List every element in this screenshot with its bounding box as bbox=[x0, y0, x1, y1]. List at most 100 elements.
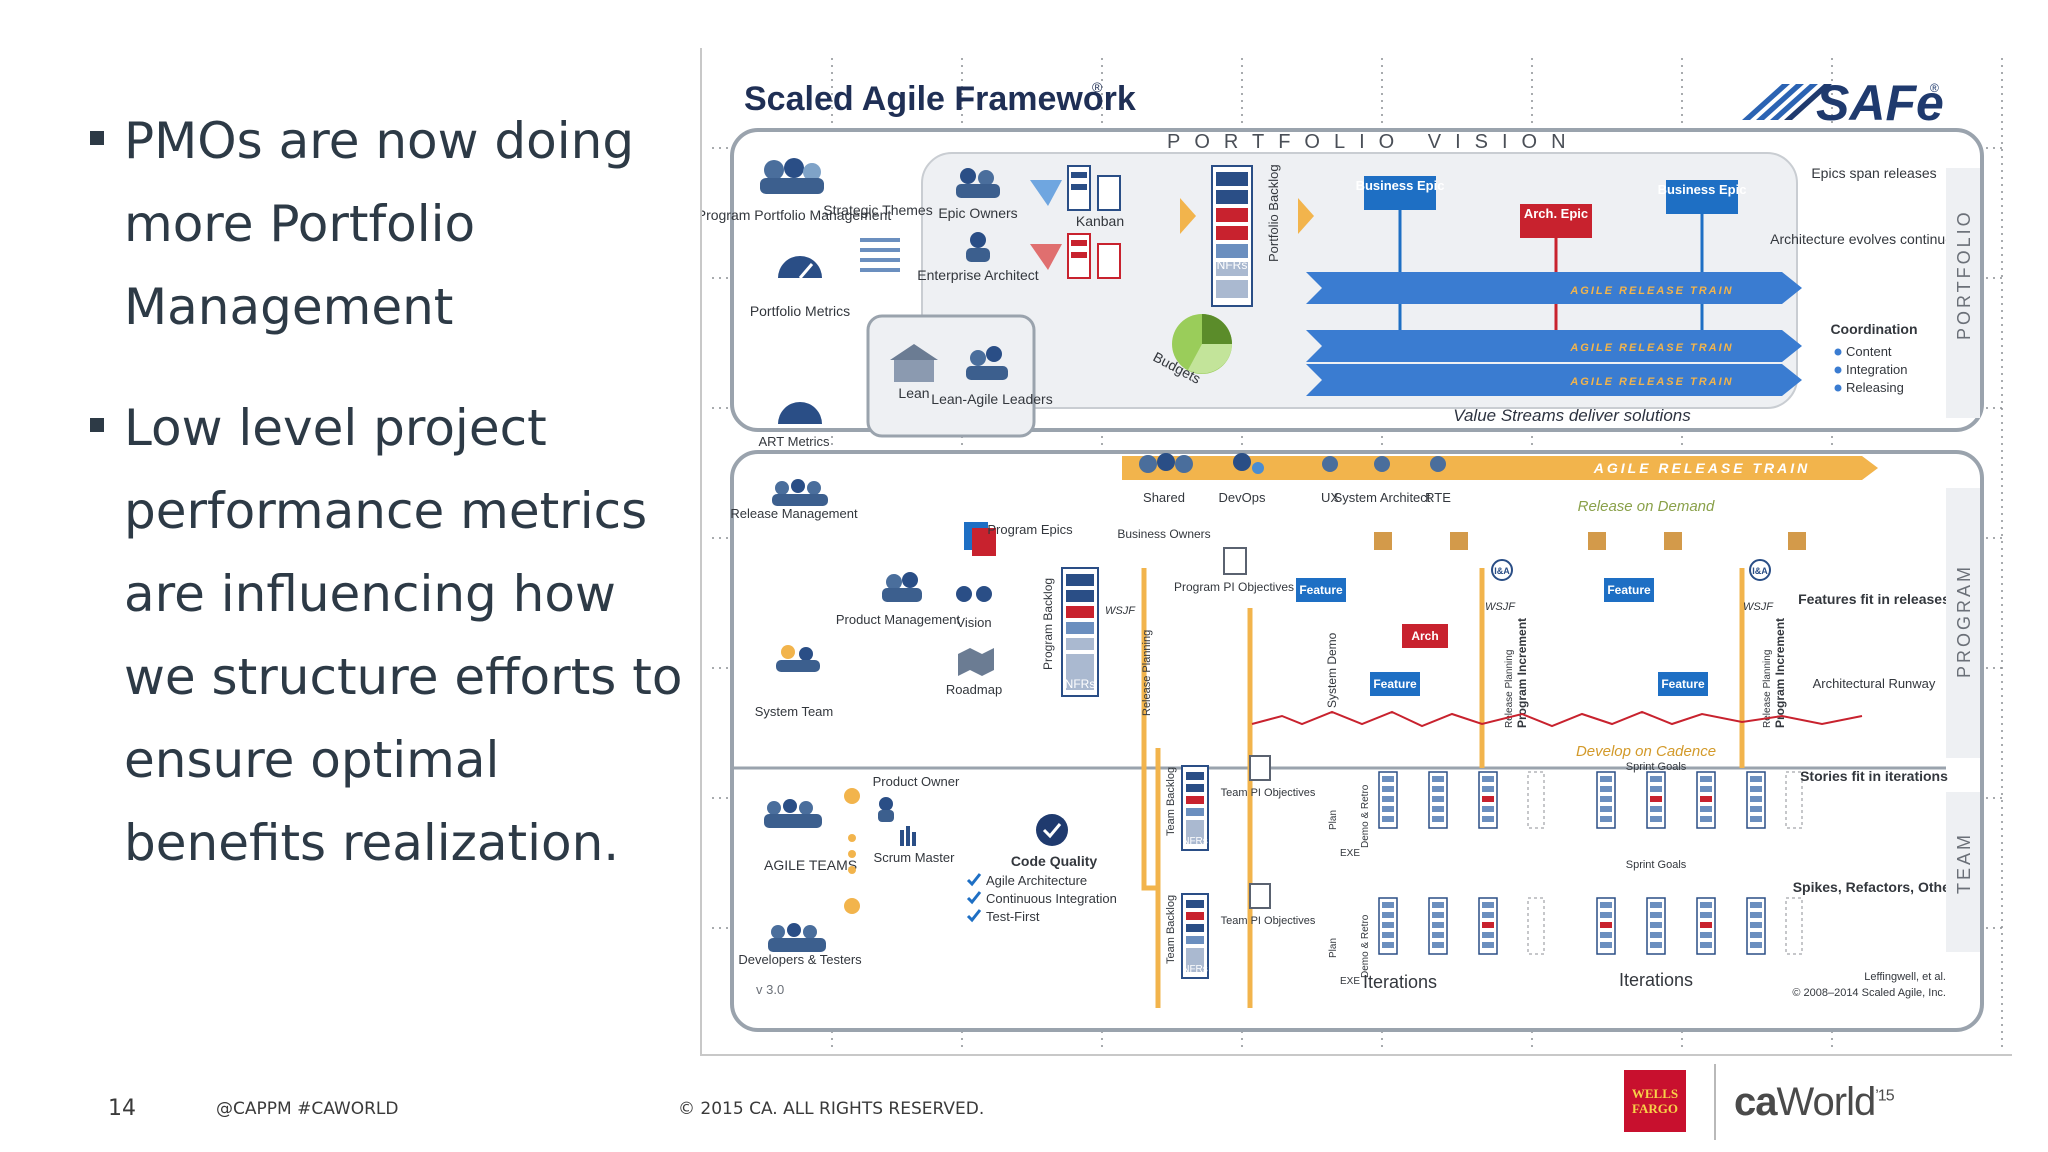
story-card bbox=[1482, 922, 1494, 928]
story-card bbox=[1600, 912, 1612, 918]
feature-card: Feature bbox=[1658, 672, 1708, 696]
check-icon bbox=[966, 891, 982, 905]
feature-label: Feature bbox=[1373, 677, 1417, 691]
story-card bbox=[1482, 942, 1494, 948]
story-card bbox=[1700, 796, 1712, 802]
iterations-label: Iterations bbox=[1619, 970, 1693, 990]
story-card bbox=[1382, 912, 1394, 918]
team-pi-objectives-label: Team PI Objectives bbox=[1221, 915, 1316, 927]
story-card bbox=[1600, 806, 1612, 812]
code-quality-icon bbox=[1036, 814, 1068, 846]
story-card bbox=[1482, 806, 1494, 812]
program-nfrs-label: NFRs bbox=[1065, 677, 1096, 691]
lean-icon bbox=[890, 344, 938, 382]
ia-label: I&A bbox=[1752, 566, 1768, 576]
scrum-master-icon bbox=[900, 826, 916, 846]
bullet-item: Low level project performance metrics ar… bbox=[90, 387, 684, 885]
logo-stripe-icon bbox=[1742, 84, 1790, 120]
story-card bbox=[1382, 942, 1394, 948]
release-train-arrow bbox=[1306, 364, 1802, 396]
story-card bbox=[1600, 816, 1612, 822]
story-card bbox=[1432, 786, 1444, 792]
release-on-demand-label: Release on Demand bbox=[1578, 498, 1715, 515]
roadmap-icon bbox=[958, 648, 994, 676]
bullet-text: PMOs are now doing more Portfolio Manage… bbox=[124, 112, 635, 336]
story-card bbox=[1600, 902, 1612, 908]
team-backlog-label: Team Backlog bbox=[1165, 767, 1177, 836]
epic-owners-icon bbox=[956, 168, 1000, 198]
story-card bbox=[1700, 902, 1712, 908]
art-metrics-icon bbox=[778, 402, 822, 424]
devops-label: DevOps bbox=[1219, 490, 1266, 505]
bullet-text: Low level project performance metrics ar… bbox=[124, 399, 683, 872]
story-card bbox=[1650, 912, 1662, 918]
release-box-icon bbox=[1588, 532, 1606, 550]
hip-iteration-column bbox=[1527, 771, 1545, 829]
footer-hashtags: @CAPPM #CAWORLD bbox=[216, 1099, 399, 1119]
lean-agile-leaders-box bbox=[866, 314, 1036, 438]
story-card bbox=[1650, 902, 1662, 908]
release-box-icon bbox=[1788, 532, 1806, 550]
program-team-section bbox=[730, 450, 1984, 1032]
kanban-board-icon bbox=[1067, 165, 1121, 279]
story-card bbox=[1750, 902, 1762, 908]
story-card bbox=[1432, 816, 1444, 822]
arrow-right-icon bbox=[1298, 198, 1314, 234]
feature-card: Feature bbox=[1604, 578, 1654, 602]
team-nfrs-label: NFRs bbox=[1182, 836, 1208, 847]
program-increment-label: Program Increment bbox=[1773, 618, 1787, 728]
footer-copyright: © 2015 CA. ALL RIGHTS RESERVED. bbox=[678, 1099, 985, 1119]
value-stream-trains: AGILE RELEASE TRAIN AGILE RELEASE TRAIN … bbox=[1306, 272, 1802, 396]
program-tab-label: PROGRAM bbox=[1954, 564, 1974, 678]
version-label: v 3.0 bbox=[756, 982, 784, 997]
arch-card: Arch bbox=[1402, 624, 1448, 648]
train-label: AGILE RELEASE TRAIN bbox=[1569, 285, 1733, 297]
code-quality-label: Code Quality bbox=[1011, 853, 1098, 869]
kanban-label: Kanban bbox=[1076, 213, 1124, 229]
feature-label: Feature bbox=[1661, 677, 1705, 691]
portfolio-metrics-icon bbox=[778, 256, 822, 279]
release-box-icon bbox=[1374, 532, 1392, 550]
hip-iteration-column bbox=[1785, 771, 1803, 829]
lean-label: Lean bbox=[898, 385, 929, 401]
business-epic-1: Business Epic bbox=[1356, 176, 1444, 338]
enterprise-architect-icon bbox=[966, 232, 990, 262]
release-planning-label: Release Planning bbox=[1141, 630, 1153, 716]
story-card bbox=[1750, 796, 1762, 802]
plan-label: Plan bbox=[1328, 938, 1339, 958]
vision-binoculars-icon bbox=[956, 586, 992, 602]
product-management-label: Product Management bbox=[836, 612, 961, 627]
hip-iteration-column bbox=[1527, 897, 1545, 955]
story-card bbox=[1750, 806, 1762, 812]
story-card bbox=[1600, 786, 1612, 792]
business-epic-2: Business Epic bbox=[1658, 180, 1746, 338]
framework-title: Scaled Agile Framework bbox=[744, 80, 1136, 118]
train-label: AGILE RELEASE TRAIN bbox=[1593, 460, 1810, 476]
story-card bbox=[1482, 932, 1494, 938]
story-card bbox=[1700, 932, 1712, 938]
kanban-funnel-icon bbox=[1030, 180, 1062, 270]
team-tab bbox=[1946, 792, 1980, 952]
program-tab bbox=[1946, 488, 1980, 758]
stories-fit-note: Stories fit in iterations bbox=[1800, 768, 1948, 784]
practices-list: Agile Architecture Continuous Integratio… bbox=[966, 873, 1117, 924]
release-planning-label: Release Planning bbox=[1762, 650, 1773, 728]
feature-card: Feature bbox=[1296, 578, 1346, 602]
shared-label: Shared bbox=[1143, 490, 1185, 505]
business-owners-label: Business Owners bbox=[1117, 527, 1210, 541]
team-objectives-icon bbox=[1249, 755, 1271, 909]
title-trademark: ® bbox=[1092, 79, 1103, 95]
story-card bbox=[1600, 932, 1612, 938]
system-architect-label: System Architect bbox=[1334, 490, 1431, 505]
story-card bbox=[1750, 786, 1762, 792]
credit-label: Leffingwell, et al. bbox=[1864, 971, 1946, 983]
story-card bbox=[1482, 902, 1494, 908]
story-card bbox=[1600, 776, 1612, 782]
shared-services-icon bbox=[1139, 453, 1193, 473]
art-metrics-label: ART Metrics bbox=[758, 434, 830, 449]
story-card bbox=[1750, 776, 1762, 782]
feature-card: Feature bbox=[1370, 672, 1420, 696]
leaders-icon bbox=[966, 346, 1008, 380]
epics-span-note: Epics span releases bbox=[1811, 165, 1936, 181]
ia-icon bbox=[1491, 559, 1513, 581]
